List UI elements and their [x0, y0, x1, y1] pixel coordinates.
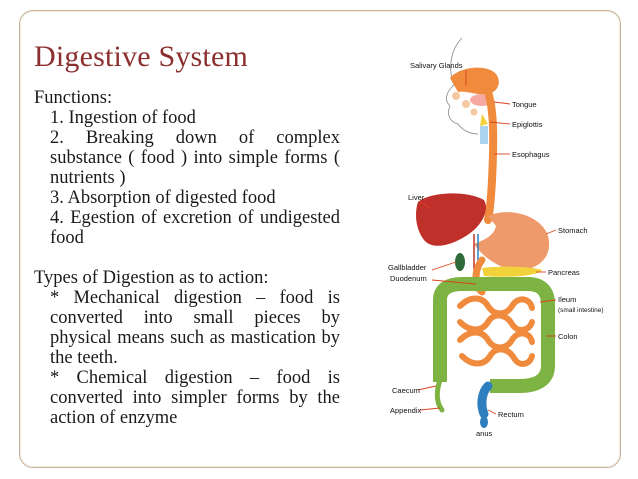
function-item-2: 2. Breaking down of complex substance ( …	[50, 128, 340, 188]
label-appendix: Appendix	[390, 406, 422, 415]
label-colon: Colon	[558, 332, 578, 341]
label-caecum: Caecum	[392, 386, 420, 395]
functions-heading: Functions:	[34, 88, 113, 108]
label-liver: Liver	[408, 193, 425, 202]
label-ileum: Ileum	[558, 295, 576, 304]
leader-lines	[417, 70, 557, 415]
function-item-4: 4. Egestion of excretion of undigested f…	[50, 208, 340, 248]
pancreas-shape	[482, 266, 542, 277]
label-rectum: Rectum	[498, 410, 524, 419]
label-pancreas: Pancreas	[548, 268, 580, 277]
label-tongue: Tongue	[512, 100, 537, 109]
trachea-shape	[480, 126, 488, 144]
function-item-1: 1. Ingestion of food	[50, 108, 196, 128]
type-item-mechanical: * Mechanical digestion – food is convert…	[50, 288, 340, 368]
slide-title: Digestive System	[34, 40, 249, 73]
small-intestine-coils	[457, 295, 535, 367]
label-stomach: Stomach	[558, 226, 588, 235]
gallbladder-shape	[455, 253, 465, 271]
stomach-shape	[474, 212, 550, 271]
label-anus: anus	[476, 429, 493, 438]
liver-shape	[416, 193, 486, 246]
slide-body: Functions: 1. Ingestion of food 2. Break…	[34, 88, 340, 428]
function-item-3: 3. Absorption of digested food	[50, 188, 276, 208]
colon-shape	[433, 277, 555, 393]
epiglottis-shape	[480, 114, 488, 126]
esophagus-shape	[484, 88, 498, 224]
label-epiglottis: Epiglottis	[512, 120, 543, 129]
label-small-intestine: (small intestine)	[558, 307, 604, 314]
label-esophagus: Esophagus	[512, 150, 550, 159]
label-gallbladder: Gallbladder	[388, 263, 427, 272]
label-duodenum: Duodenum	[390, 274, 427, 283]
head-outline	[446, 37, 479, 135]
rectum-shape	[477, 381, 493, 419]
spacer	[34, 248, 340, 268]
digestive-system-diagram: Salivary Glands Tongue Epiglottis Esopha…	[388, 37, 604, 438]
pharynx-shape	[450, 67, 499, 95]
type-item-chemical: * Chemical digestion – food is converted…	[50, 368, 340, 428]
label-salivary-glands: Salivary Glands	[410, 61, 463, 70]
salivary-gland-1	[452, 92, 460, 100]
appendix-shape	[434, 377, 445, 413]
types-heading: Types of Digestion as to action:	[34, 268, 269, 288]
salivary-gland-3	[470, 108, 478, 116]
salivary-gland-2	[462, 100, 470, 108]
anus-shape	[480, 416, 488, 428]
